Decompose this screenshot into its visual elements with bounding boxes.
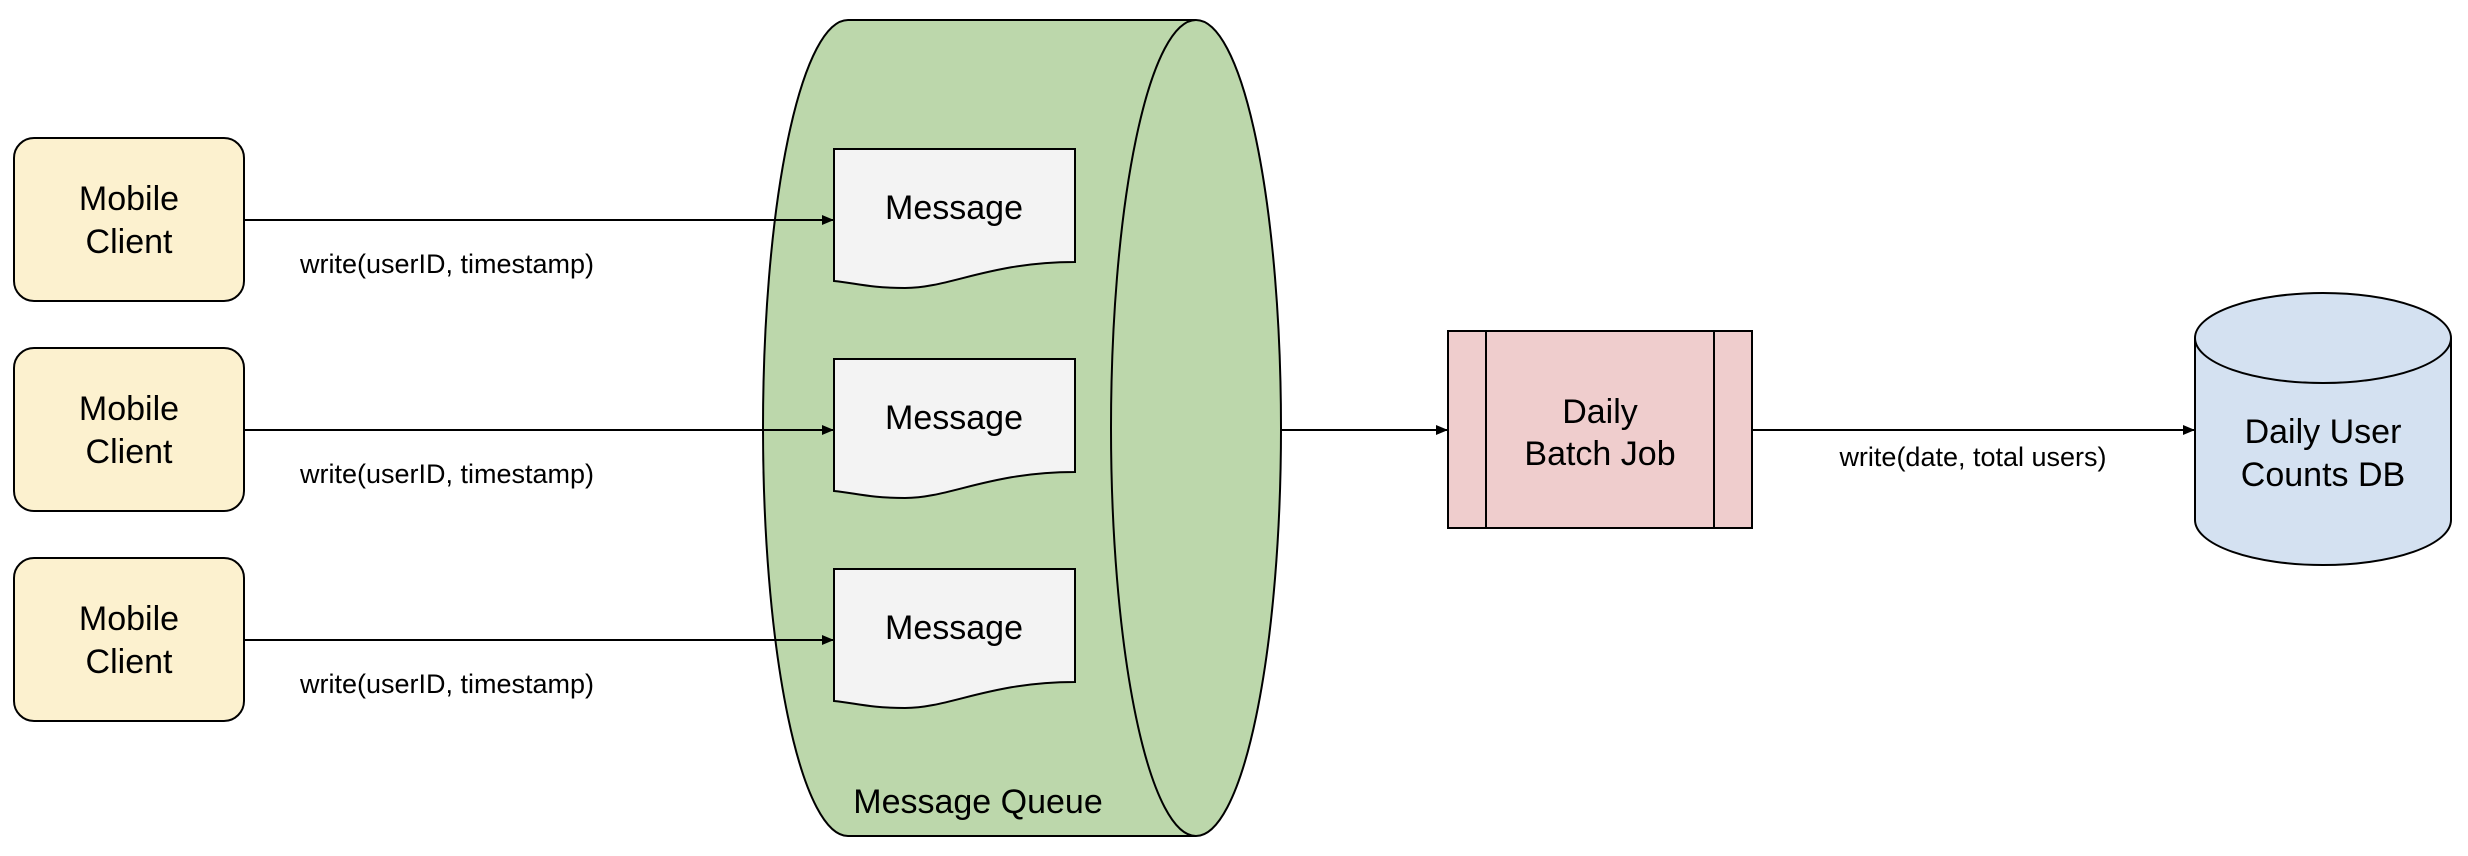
message-queue-inner-curve	[1110, 19, 1197, 837]
daily-batch-job: Daily Batch Job	[1447, 330, 1753, 529]
daily-batch-job-label-line2: Batch Job	[1524, 435, 1675, 473]
mobile-client-2: Mobile Client	[13, 347, 245, 512]
client-1-edge-label: write(userID, timestamp)	[299, 249, 594, 279]
mobile-client-3-box	[13, 557, 245, 722]
client-3-edge-label: write(userID, timestamp)	[299, 669, 594, 699]
job-to-db-edge-label: write(date, total users)	[1838, 442, 2106, 472]
mobile-client-3-label-line2: Client	[86, 643, 173, 681]
message-3-shape	[833, 568, 1076, 710]
daily-user-counts-db-body	[2194, 292, 2452, 566]
message-2: Message	[833, 358, 1076, 500]
message-3: Message	[833, 568, 1076, 710]
message-2-shape	[833, 358, 1076, 500]
message-queue-label: Message Queue	[853, 783, 1103, 821]
daily-user-counts-db-label-line1: Daily User	[2245, 413, 2402, 451]
mobile-client-2-label-line2: Client	[86, 433, 173, 471]
message-1-label: Message	[885, 189, 1023, 227]
message-1-shape	[833, 148, 1076, 290]
mobile-client-1-label-line2: Client	[86, 223, 173, 261]
mobile-client-2-label-line1: Mobile	[79, 390, 179, 428]
daily-batch-job-label-line1: Daily	[1562, 393, 1638, 431]
daily-user-counts-db-top-rim	[2194, 337, 2452, 384]
message-1: Message	[833, 148, 1076, 290]
mobile-client-1: Mobile Client	[13, 137, 245, 302]
daily-batch-job-box	[1447, 330, 1753, 529]
daily-user-counts-db-label-line2: Counts DB	[2241, 456, 2405, 494]
mobile-client-1-label-line1: Mobile	[79, 180, 179, 218]
message-2-label: Message	[885, 399, 1023, 437]
mobile-client-3-label-line1: Mobile	[79, 600, 179, 638]
client-2-edge-label: write(userID, timestamp)	[299, 459, 594, 489]
mobile-client-3: Mobile Client	[13, 557, 245, 722]
mobile-client-2-box	[13, 347, 245, 512]
mobile-client-1-box	[13, 137, 245, 302]
daily-user-counts-db: Daily User Counts DB	[2194, 292, 2452, 566]
message-3-label: Message	[885, 609, 1023, 647]
